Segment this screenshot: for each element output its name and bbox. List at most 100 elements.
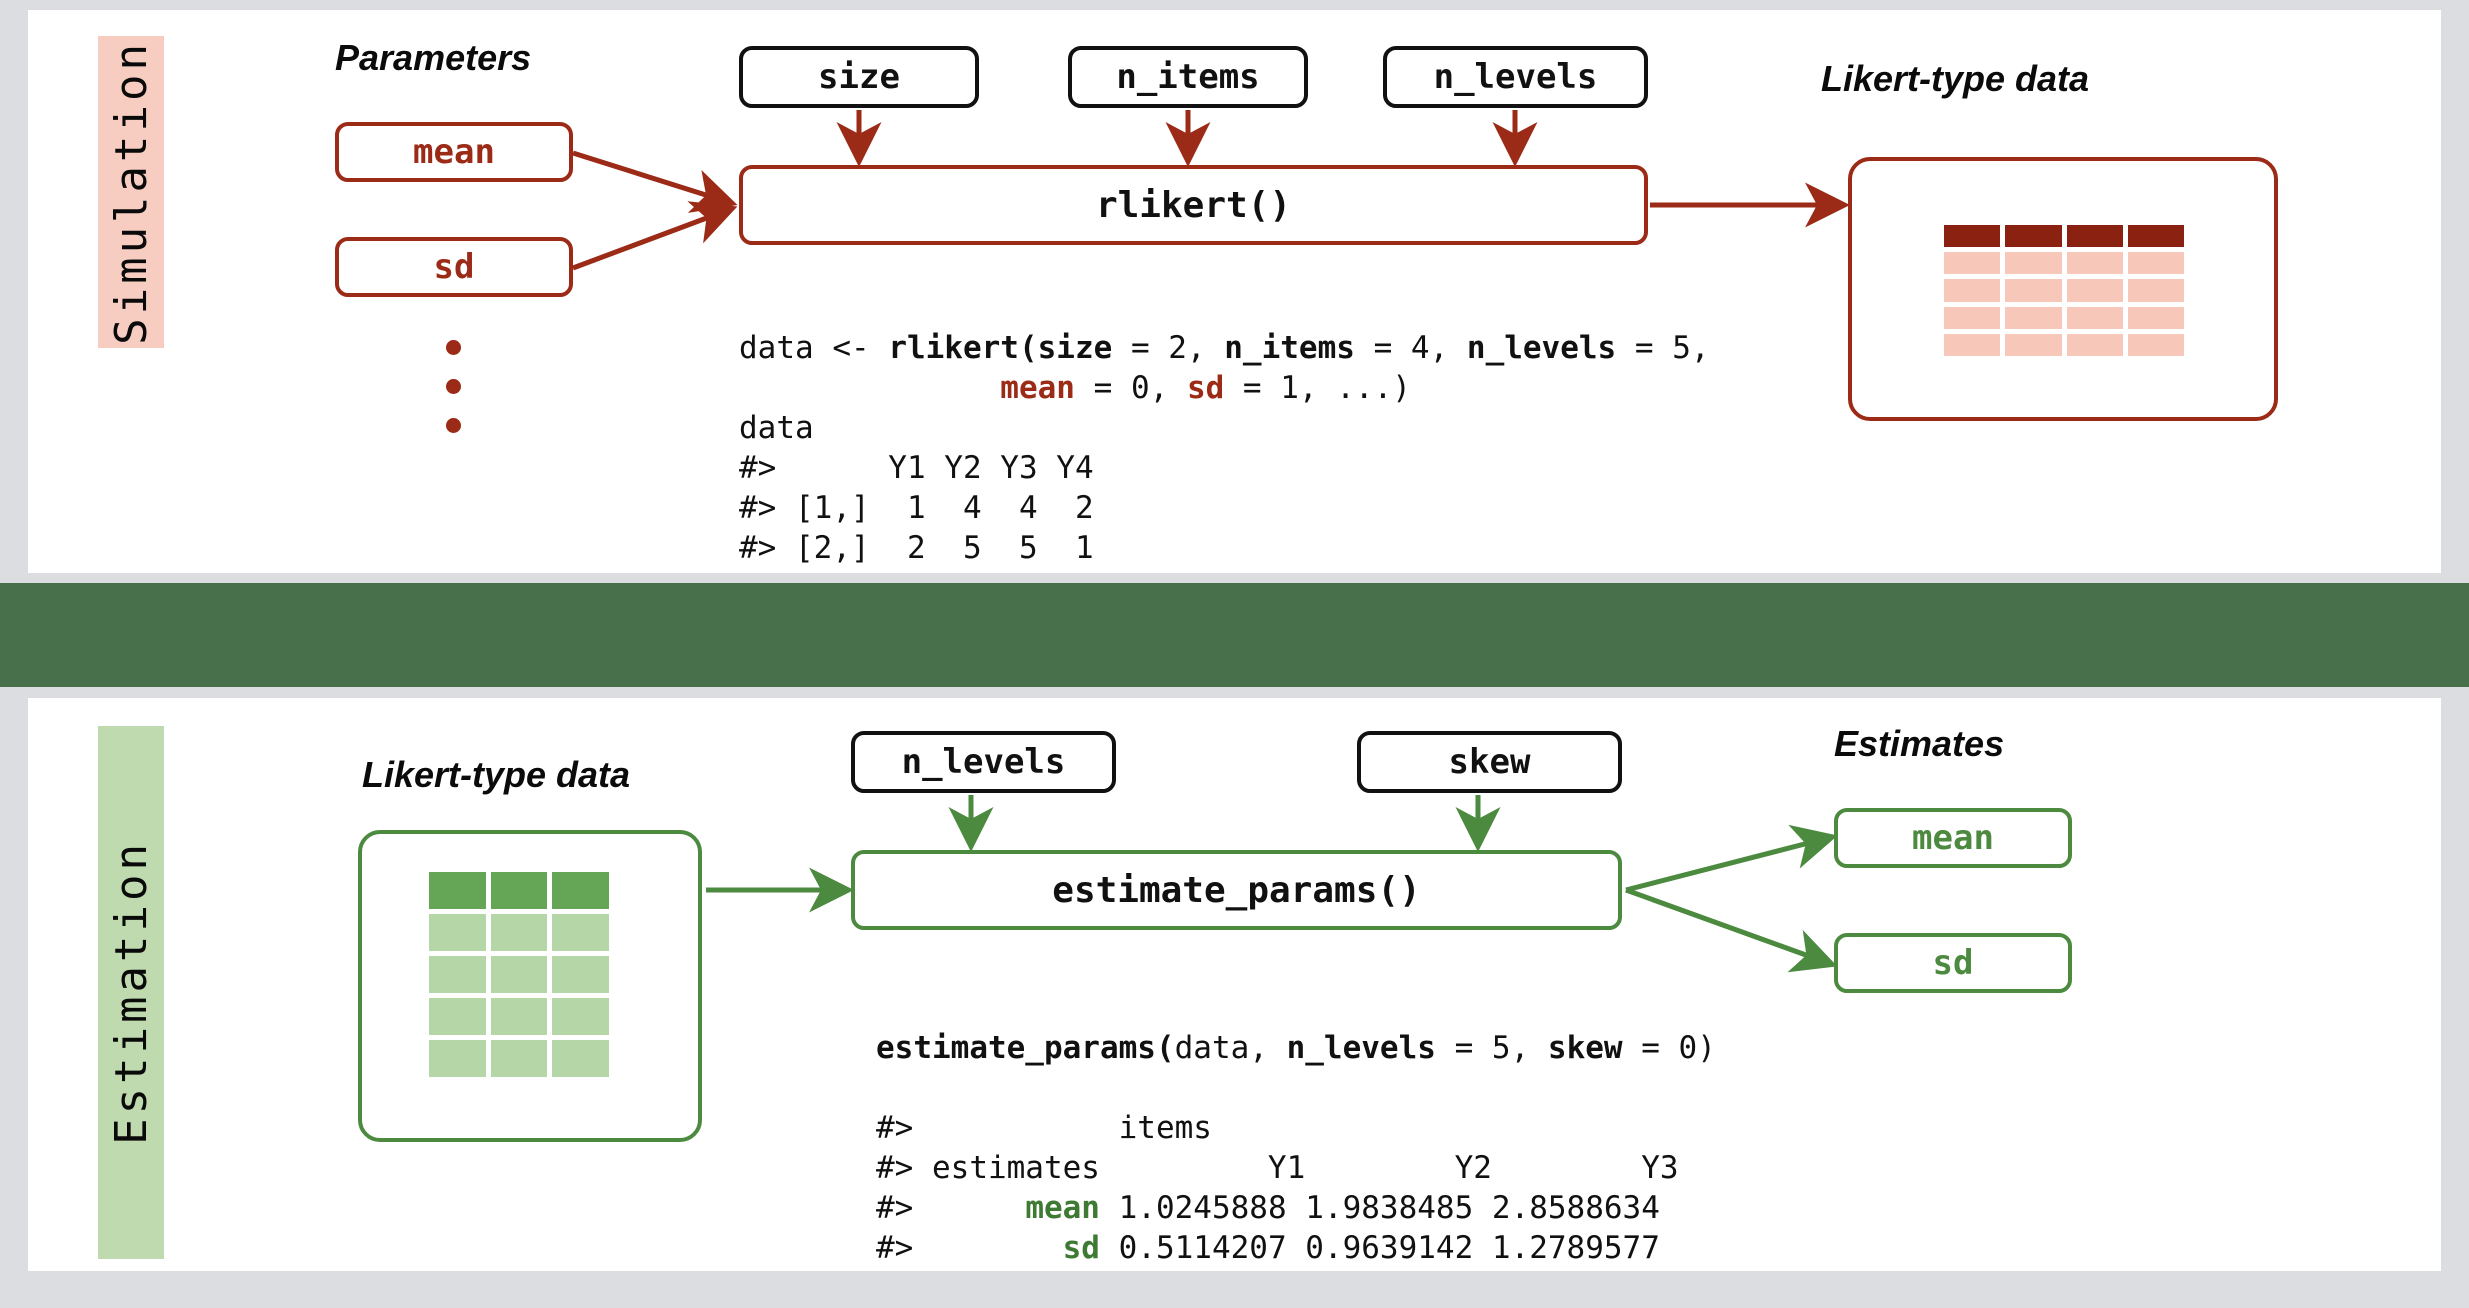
param-box-mean-label: mean	[413, 132, 495, 172]
estimation-tab-label: Estimation	[105, 840, 157, 1145]
grid-cell	[552, 998, 609, 1035]
ellipsis-dot	[446, 340, 461, 355]
grid-cell	[490, 914, 548, 951]
code-line: #> estimates Y1 Y2 Y3	[876, 1150, 1679, 1186]
grid-cell	[2005, 279, 2062, 302]
code-text: = 0,	[1074, 370, 1187, 406]
simulation-panel: Simulation Parameters mean sd size n_ite…	[28, 10, 2441, 573]
likert-data-grid-est	[429, 872, 609, 1077]
function-box-estimate-params[interactable]: estimate_params()	[851, 850, 1622, 930]
grid-cell	[552, 914, 609, 951]
grid-cell	[490, 956, 548, 993]
simulation-tab-label: Simulation	[105, 39, 157, 345]
code-line: #> items	[876, 1110, 1212, 1146]
code-text: #>	[876, 1230, 1063, 1266]
function-box-estimate-params-label: estimate_params()	[1052, 869, 1421, 911]
function-box-rlikert-label: rlikert()	[1095, 184, 1292, 226]
parameters-caption: Parameters	[335, 37, 532, 78]
grid-cell	[1944, 333, 2001, 356]
code-line: #> Y1 Y2 Y3 Y4	[739, 450, 1094, 486]
code-line: #> [1,] 1 4 4 2	[739, 490, 1094, 526]
arg-box-n-levels-est[interactable]: n_levels	[851, 731, 1116, 793]
code-text: data <-	[739, 330, 889, 366]
grid-cell	[2066, 279, 2123, 302]
arg-box-n-items-label: n_items	[1116, 57, 1260, 97]
code-arg: n_items	[1224, 330, 1355, 366]
grid-cell	[429, 1040, 486, 1077]
code-text: #>	[876, 1190, 1026, 1226]
code-text: = 2,	[1112, 330, 1225, 366]
likert-data-grid-sim	[1944, 225, 2184, 356]
grid-cell	[1944, 279, 2001, 302]
estimate-box-mean[interactable]: mean	[1834, 808, 2072, 868]
grid-cell	[2127, 333, 2184, 356]
code-values-sd: 0.5114207 0.9639142 1.2789577	[1099, 1230, 1660, 1266]
estimation-panel: Estimation Likert-type data n_levels	[28, 698, 2441, 1271]
code-line: data	[739, 410, 814, 446]
grid-cell	[2066, 333, 2123, 356]
grid-cell	[2066, 252, 2123, 275]
grid-cell	[552, 1040, 609, 1077]
grid-cell	[2005, 306, 2062, 329]
grid-cell	[490, 1040, 548, 1077]
code-kw-sd: sd	[1062, 1230, 1100, 1266]
arg-box-size-label: size	[818, 57, 900, 97]
arg-box-skew[interactable]: skew	[1357, 731, 1622, 793]
param-box-sd-label: sd	[433, 247, 475, 287]
arg-box-n-levels[interactable]: n_levels	[1383, 46, 1648, 108]
grid-cell-header	[490, 872, 548, 909]
grid-cell-header	[1944, 225, 2001, 248]
likert-data-caption-est: Likert-type data	[362, 754, 631, 795]
param-box-mean[interactable]: mean	[335, 122, 573, 182]
simulation-tab: Simulation	[98, 36, 164, 348]
code-arg-mean: mean	[1000, 370, 1075, 406]
parameters-ellipsis	[446, 340, 461, 433]
arg-box-n-levels-est-label: n_levels	[901, 742, 1066, 782]
grid-cell	[490, 998, 548, 1035]
grid-cell-header	[552, 872, 609, 909]
code-text: = 5,	[1616, 330, 1710, 366]
code-arg: n_levels	[1466, 330, 1617, 366]
code-text: = 0)	[1622, 1030, 1716, 1066]
estimates-caption: Estimates	[1834, 723, 2005, 764]
param-box-sd[interactable]: sd	[335, 237, 573, 297]
grid-cell-header	[429, 872, 486, 909]
code-text: data,	[1174, 1030, 1287, 1066]
estimate-box-mean-label: mean	[1912, 818, 1994, 858]
estimate-box-sd-label: sd	[1932, 943, 1974, 983]
simulation-code-block: data <- rlikert(size = 2, n_items = 4, n…	[739, 288, 1710, 608]
code-arg: size	[1037, 330, 1113, 366]
code-fn: rlikert(	[888, 330, 1038, 366]
code-text: = 5,	[1435, 1030, 1548, 1066]
code-indent	[739, 370, 1000, 406]
ellipsis-dot	[446, 418, 461, 433]
code-kw-mean: mean	[1025, 1190, 1100, 1226]
arg-box-n-items[interactable]: n_items	[1068, 46, 1308, 108]
grid-cell	[2005, 252, 2062, 275]
code-fn: estimate_params(	[876, 1030, 1175, 1066]
estimate-box-sd[interactable]: sd	[1834, 933, 2072, 993]
estimation-code-block: estimate_params(data, n_levels = 5, skew…	[876, 988, 1716, 1308]
estimation-tab: Estimation	[98, 726, 164, 1259]
grid-cell	[429, 998, 486, 1035]
code-arg: n_levels	[1286, 1030, 1436, 1066]
grid-cell	[2127, 306, 2184, 329]
grid-cell	[2127, 252, 2184, 275]
grid-cell	[429, 914, 486, 951]
figure-canvas: Simulation Parameters mean sd size n_ite…	[0, 10, 2469, 1271]
grid-cell	[552, 956, 609, 993]
section-divider	[0, 583, 2469, 687]
arg-box-skew-label: skew	[1448, 742, 1531, 782]
code-arg-sd: sd	[1186, 370, 1225, 406]
grid-cell	[429, 956, 486, 993]
grid-cell	[2127, 279, 2184, 302]
code-arg: skew	[1547, 1030, 1623, 1066]
grid-cell	[1944, 252, 2001, 275]
grid-cell	[2066, 306, 2123, 329]
arg-box-size[interactable]: size	[739, 46, 979, 108]
code-line: #> [2,] 2 5 5 1	[739, 530, 1094, 566]
function-box-rlikert[interactable]: rlikert()	[739, 165, 1648, 245]
grid-cell	[2005, 333, 2062, 356]
arg-box-n-levels-label: n_levels	[1433, 57, 1598, 97]
code-text: = 1, ...)	[1224, 370, 1411, 406]
